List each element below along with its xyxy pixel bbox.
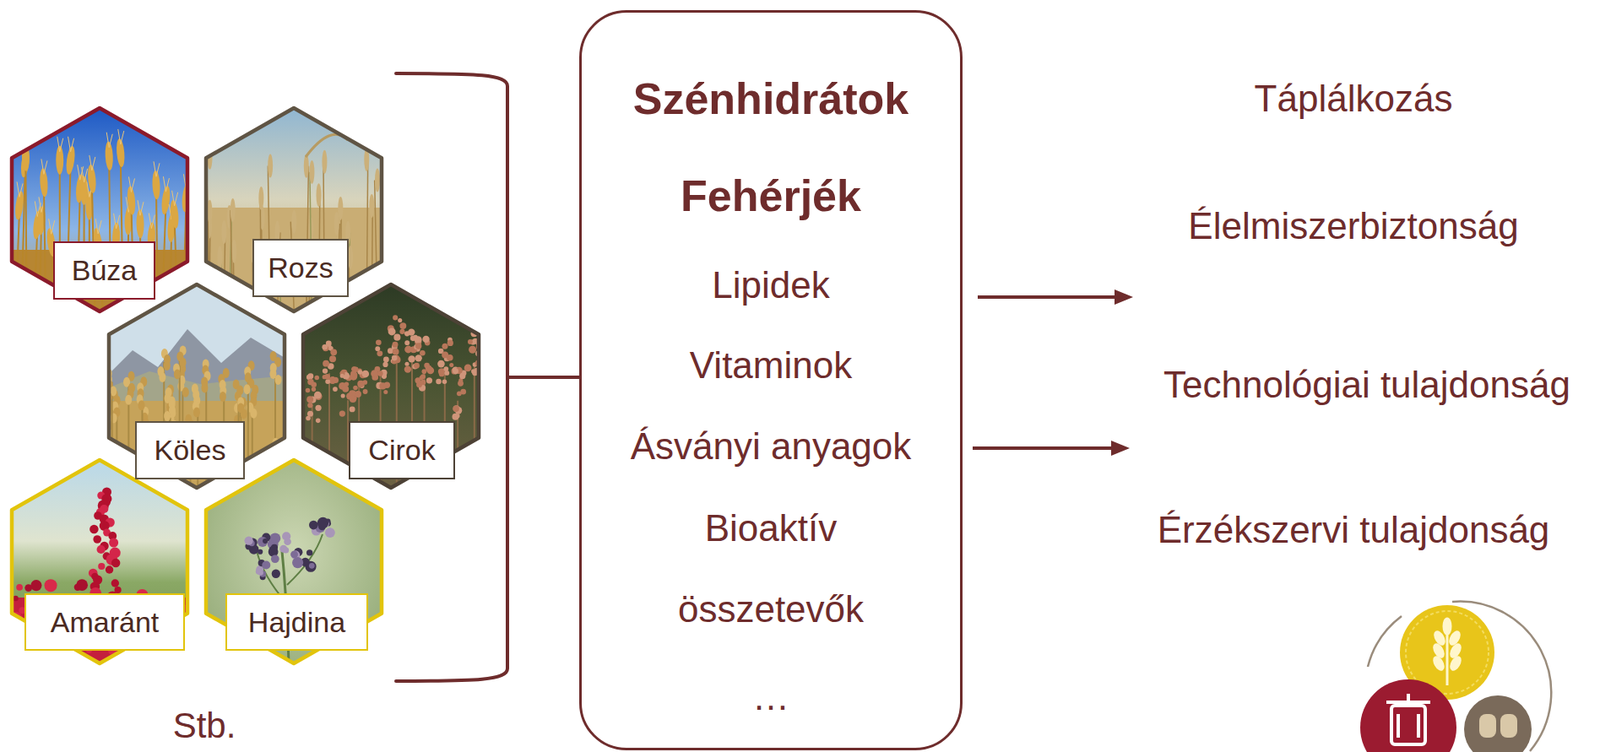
grain-hexagon: Rozs bbox=[204, 106, 384, 314]
component-heading: Fehérjék bbox=[680, 171, 862, 223]
grain-hexagon: Köles bbox=[107, 282, 287, 490]
grain-hexagon: Cirok bbox=[301, 282, 481, 490]
institution-logo bbox=[1360, 602, 1552, 752]
outcome-label: Táplálkozás bbox=[1254, 77, 1454, 121]
grain-label: Cirok bbox=[348, 421, 456, 480]
grain-label: Rozs bbox=[252, 238, 349, 298]
component-box: SzénhidrátokFehérjékLipidekVitaminokÁsvá… bbox=[579, 10, 963, 751]
outcome-label: Élelmiszerbiztonság bbox=[1187, 205, 1519, 249]
component-item: Lipidek bbox=[711, 264, 830, 308]
output-arrow bbox=[972, 440, 1130, 456]
output-arrow bbox=[977, 289, 1134, 305]
outcome-label: Érzékszervi tulajdonság bbox=[1157, 509, 1551, 553]
component-heading: Szénhidrátok bbox=[633, 74, 910, 125]
grain-label: Köles bbox=[135, 421, 245, 480]
grain-hexagon: Hajdina bbox=[204, 458, 384, 666]
grain-label: Búza bbox=[53, 241, 156, 300]
grain-label: Amaránt bbox=[24, 593, 185, 651]
component-item: Bioaktív összetevők bbox=[644, 488, 898, 651]
component-item: Ásványi anyagok bbox=[630, 425, 912, 469]
etc-note: Stb. bbox=[173, 705, 237, 747]
component-item: Vitaminok bbox=[689, 344, 852, 388]
grouping-bracket bbox=[395, 73, 580, 682]
grain-label: Hajdina bbox=[225, 593, 369, 651]
component-item: … bbox=[752, 676, 790, 720]
grain-hexagon: Búza bbox=[10, 106, 190, 314]
grain-hexagon: Amaránt bbox=[10, 458, 190, 666]
outcome-label: Technológiai tulajdonság bbox=[1163, 363, 1571, 407]
